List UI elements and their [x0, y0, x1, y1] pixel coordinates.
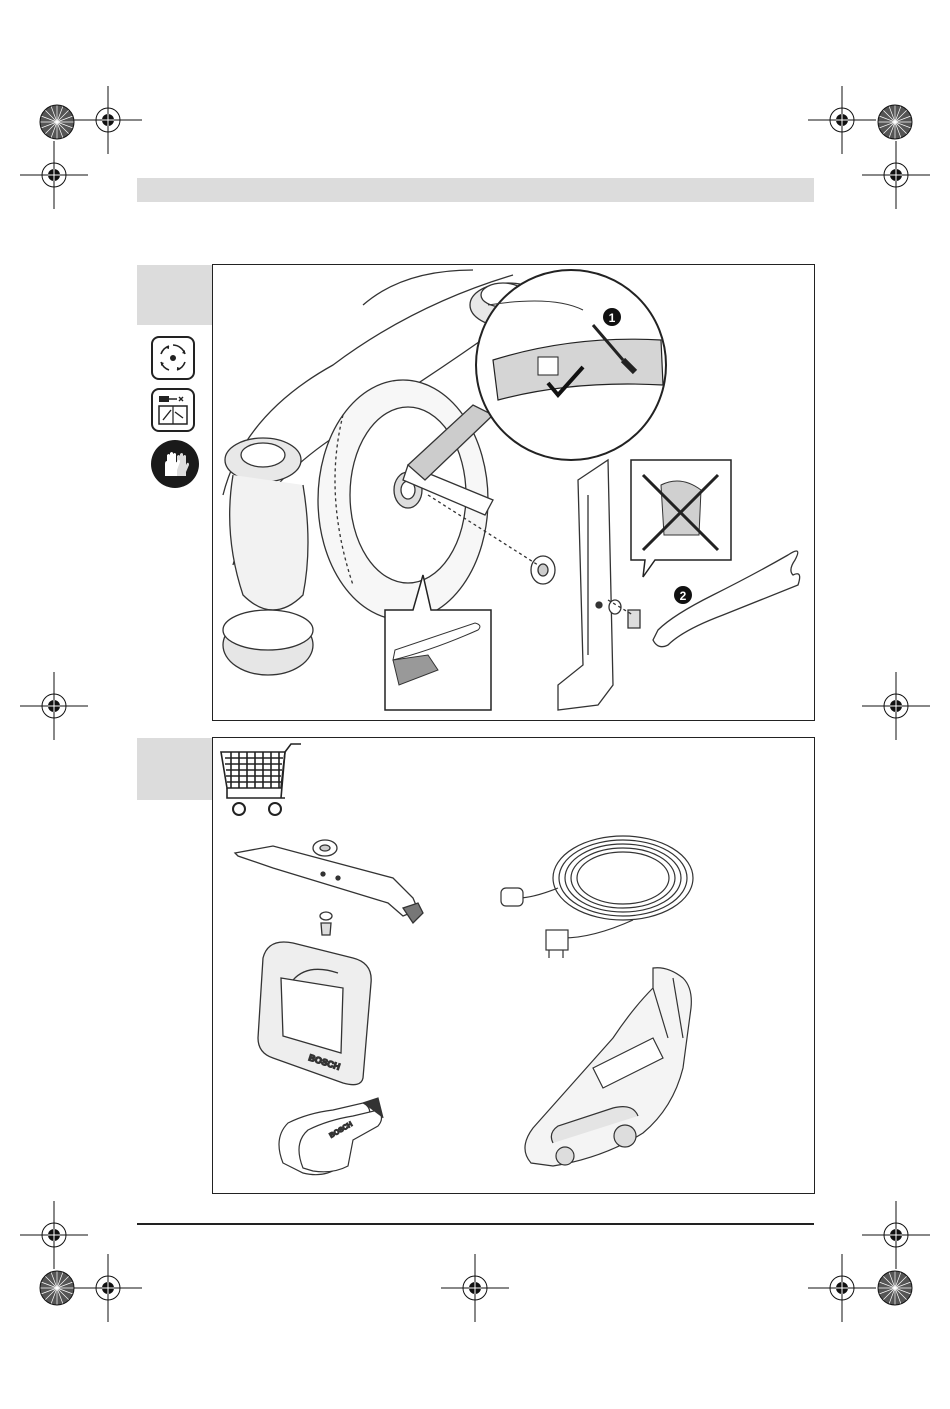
no-lubricant-icon: 2	[631, 460, 731, 604]
rotating-blade-icon	[151, 336, 195, 380]
svg-text:2: 2	[680, 589, 687, 603]
grass-box: BOSCH	[258, 942, 371, 1085]
figure-tab-accessories	[137, 738, 213, 800]
storage-cover	[525, 968, 691, 1166]
figure-accessories-panel: BOSCH BOSCH	[212, 737, 815, 1194]
side-icon-column	[151, 336, 199, 488]
header-bar	[137, 178, 814, 202]
unplug-read-manual-icon	[151, 388, 195, 432]
shopping-cart-icon	[221, 744, 301, 815]
mower-blade-illustration: 1 2	[213, 265, 816, 722]
gloves-icon	[151, 440, 199, 488]
figure-tab-maintenance	[137, 265, 213, 325]
footer-rule	[137, 1223, 814, 1225]
svg-text:1: 1	[609, 311, 616, 325]
detail-magnifier: 1	[476, 270, 666, 460]
accessories-illustration: BOSCH BOSCH	[213, 738, 816, 1195]
extension-cable	[501, 836, 693, 958]
figure-maintenance-panel: 1 2	[212, 264, 815, 721]
replacement-blade	[235, 840, 423, 935]
garden-gloves: BOSCH	[279, 1098, 383, 1175]
